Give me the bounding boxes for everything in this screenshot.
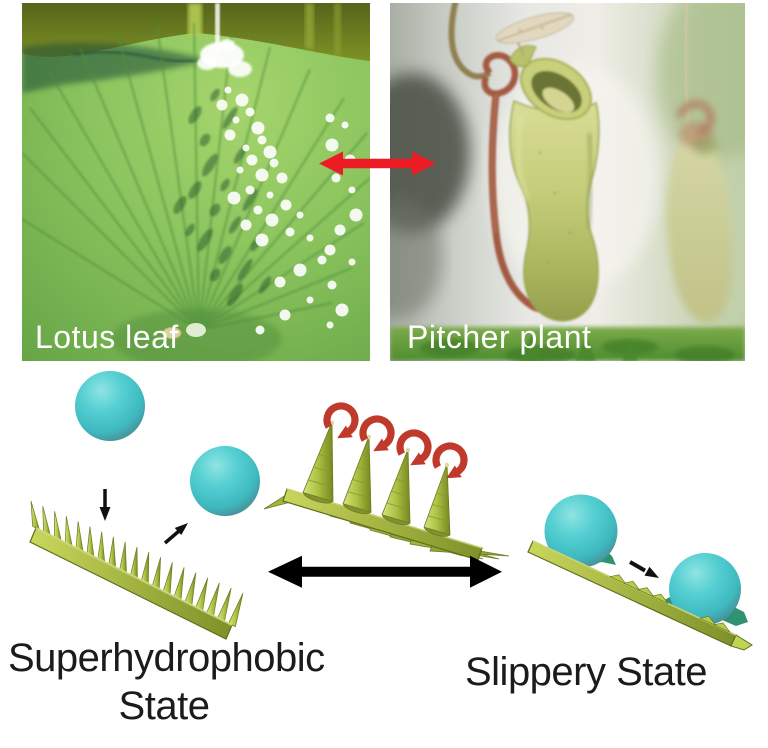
red-double-headed-arrow-icon — [319, 151, 436, 176]
pitcher-plant-photo: Pitcher plant — [390, 3, 745, 361]
pitcher-lid — [509, 45, 537, 68]
water-stream — [215, 3, 220, 53]
up-right-arrow-icon — [163, 529, 181, 545]
dried-leaf — [495, 12, 575, 44]
slippery-state-label: Slippery State — [464, 650, 708, 694]
leaf-center-pod — [162, 327, 182, 339]
pitcher-rim — [520, 57, 592, 121]
superhydrophobic-surface — [29, 500, 244, 640]
droplet-motion-arrows — [99, 489, 188, 545]
pitcher-plant-label: Pitcher plant — [407, 319, 592, 355]
curled-spike-surface — [263, 402, 510, 561]
slippery-surface — [527, 494, 753, 651]
surface-serrations — [608, 574, 731, 633]
leaf-veins — [22, 22, 370, 332]
water-droplets — [216, 86, 363, 335]
lotus-leaf-illustration — [22, 3, 370, 361]
lotus-leaf-label: Lotus leaf — [35, 319, 179, 355]
droplet-sphere — [75, 371, 145, 441]
droplet-sphere — [669, 553, 741, 625]
falling-droplets — [75, 371, 260, 516]
lotus-leaf-photo: Lotus leaf — [22, 3, 370, 361]
superhydrophobic-state-label: Superhydrophobic State — [8, 634, 325, 730]
superhydrophobic-line2: State — [118, 684, 210, 728]
black-double-headed-arrow-icon — [268, 555, 502, 588]
cone-ridges — [308, 441, 450, 523]
main-pitcher — [448, 3, 600, 322]
red-curl-arrow-icons — [323, 402, 468, 479]
blurred-pitcher — [666, 101, 732, 323]
slide-arrow-icon — [629, 560, 659, 578]
pitcher-plant-illustration — [390, 3, 745, 361]
nanospikes — [30, 500, 244, 628]
superhydrophobic-line1: Superhydrophobic — [8, 636, 325, 680]
water-splash — [197, 39, 252, 77]
droplet-sphere — [544, 494, 618, 568]
large-droplet — [186, 323, 206, 337]
droplet-sphere — [190, 446, 260, 516]
leaf-shadow-spots — [173, 88, 272, 307]
hanging-tendril — [684, 3, 691, 124]
